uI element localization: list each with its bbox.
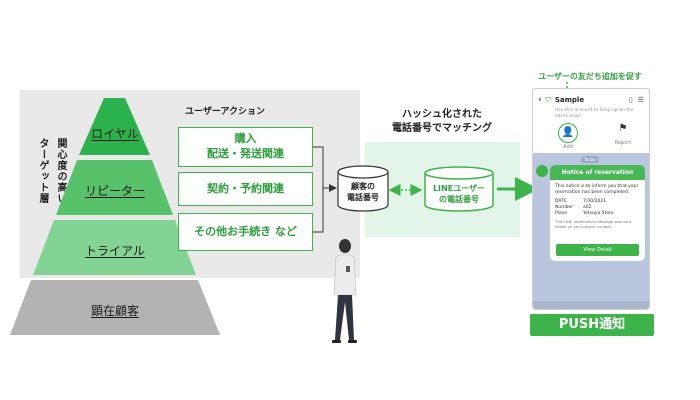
- chat-area: Today Notice of reservation This notice …: [533, 153, 649, 309]
- add-friend-icon: 👤: [558, 123, 578, 143]
- pyramid-layer-loyal: [79, 98, 150, 155]
- action-box-purchase: 購入 配送・発送関連: [178, 127, 313, 167]
- pyramid-layer-potential: [10, 280, 220, 335]
- action-bracket: [313, 146, 324, 233]
- date-badge: Today: [581, 156, 599, 163]
- target-layer-label-line2: ターゲット層: [37, 138, 48, 204]
- pyramid-label-potential: 顕在顧客: [90, 304, 139, 318]
- account-name: Sample: [554, 96, 585, 104]
- user-action-title: ユーザーアクション: [185, 107, 266, 117]
- target-layer-label: 関心度の高い ターゲット層: [37, 138, 68, 204]
- action-contract-line1: 契約・予約関連: [207, 181, 284, 195]
- action-purchase-line1: 購入: [234, 132, 257, 146]
- push-notification-label: PUSH通知: [530, 314, 654, 336]
- tab-add-label: Add: [563, 144, 573, 150]
- message-intro: This notice is to inform you that your r…: [555, 184, 639, 196]
- line-user-db: [424, 166, 494, 212]
- action-box-contract: 契約・予約関連: [178, 172, 313, 206]
- account-description: Use this account to keep up on the lates…: [555, 108, 634, 119]
- avatar: [536, 165, 548, 177]
- pyramid-layer-repeater: [56, 160, 173, 215]
- tab-report[interactable]: ⚑ Report: [603, 123, 643, 146]
- pyramid-label-repeater: リピーター: [84, 184, 145, 198]
- view-detail-button[interactable]: View Detail: [556, 244, 639, 256]
- bookmark-icon[interactable]: ▯: [628, 96, 633, 104]
- chat-input-bar[interactable]: [533, 301, 649, 309]
- tab-add[interactable]: 👤 Add: [548, 123, 588, 150]
- target-layer-label-line1: 関心度の高い: [55, 138, 66, 204]
- phone-header: ‹ ⛉ Sample ▯ ☰: [533, 89, 649, 111]
- pyramid-label-trial: トライアル: [85, 244, 145, 258]
- verified-shield-icon: ⛉: [545, 95, 551, 104]
- line-db-label: LINEユーザー の電話番号: [432, 184, 486, 204]
- menu-icon[interactable]: ☰: [637, 96, 644, 104]
- action-box-other: その他お手続き など: [178, 213, 313, 251]
- action-other-line1: その他お手続き など: [194, 224, 297, 238]
- tab-report-label: Report: [614, 140, 632, 146]
- back-icon[interactable]: ‹: [538, 95, 542, 105]
- report-icon: ⚑: [618, 123, 628, 134]
- phone-tabs: 👤 Add ⚑ Report: [533, 121, 649, 153]
- phone-mockup: ‹ ⛉ Sample ▯ ☰ Use this account to keep …: [532, 88, 650, 310]
- person-illustration: [332, 239, 357, 343]
- pyramid-label-loyal: ロイヤル: [91, 127, 139, 141]
- reservation-message: Notice of reservation This notice is to …: [550, 165, 645, 261]
- add-friend-cta: ユーザーの友だち追加を促す: [538, 72, 642, 81]
- customer-db-label: 顧客の 電話番号: [347, 182, 379, 202]
- hash-matching-title: ハッシュ化された 電話番号でマッチング: [392, 109, 492, 134]
- customer-phone-db: [337, 165, 389, 212]
- message-body: This notice is to inform you that your r…: [550, 180, 645, 234]
- pyramid-layer-trial: [33, 220, 196, 275]
- message-footer: This LINE notification message was sent …: [555, 219, 632, 230]
- action-purchase-line2: 配送・発送関連: [207, 147, 284, 160]
- message-title: Notice of reservation: [550, 165, 645, 180]
